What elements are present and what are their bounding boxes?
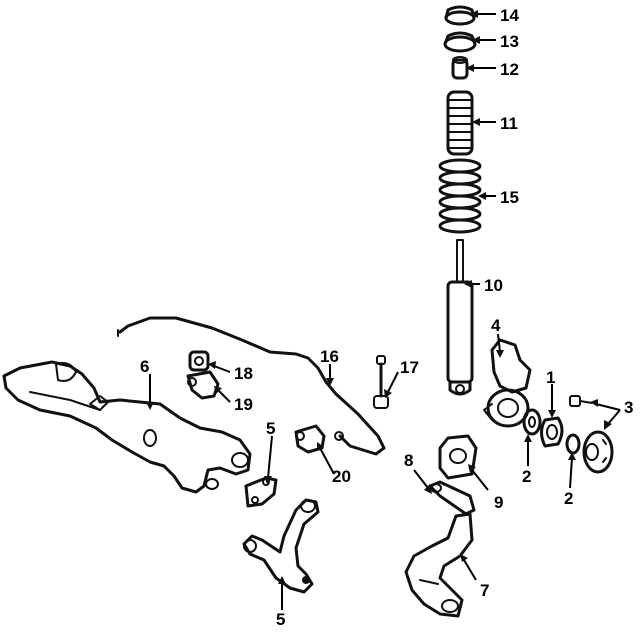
callout-19: 18 — [234, 364, 253, 383]
wheel-bearing-1 — [540, 416, 564, 448]
strut-mount-15 — [444, 5, 476, 26]
callout-14: 13 — [500, 32, 519, 51]
leader-lines — [146, 10, 621, 610]
seal-2a — [522, 408, 542, 436]
link-9 — [428, 480, 476, 516]
callout-20-upper: 19 — [234, 395, 253, 414]
steering-knuckle-4 — [483, 338, 532, 428]
callout-15: 14 — [500, 6, 519, 25]
callout-18: 17 — [400, 358, 419, 377]
stabilizer-bar-17 — [117, 316, 386, 456]
lower-arm-5 — [242, 498, 320, 594]
callout-4: 4 — [491, 316, 501, 335]
stabilizer-link-18 — [373, 355, 389, 409]
bearing-plate-14 — [443, 31, 477, 53]
callout-17: 16 — [320, 347, 339, 366]
bracket-6 — [244, 476, 278, 508]
callout-2-seal-inner: 2 — [522, 467, 531, 486]
callout-3: 3 — [624, 398, 633, 417]
coil-spring-16 — [438, 158, 482, 234]
callout-12: 11 — [500, 114, 518, 133]
callout-11: 10 — [484, 276, 503, 295]
callout-8: 7 — [480, 581, 489, 600]
stabilizer-bushing-19 — [188, 350, 210, 372]
callout-10: 9 — [494, 493, 503, 512]
callout-2-seal-outer: 2 — [564, 489, 573, 508]
wheel-hub-3 — [582, 430, 614, 474]
callout-13: 12 — [500, 60, 519, 79]
dust-boot-12 — [446, 90, 474, 156]
shock-absorber-11 — [446, 239, 474, 396]
lower-control-arm-8 — [404, 512, 474, 618]
callout-20-lower: 20 — [332, 467, 351, 486]
hub-bolt-3 — [569, 395, 593, 407]
bushing-bracket-20a — [186, 370, 220, 400]
subframe-7 — [2, 360, 252, 494]
callout-5: 5 — [276, 610, 285, 629]
bump-stop-13 — [451, 56, 469, 80]
bushing-10 — [438, 434, 478, 480]
callout-7: 6 — [140, 357, 149, 376]
callout-16: 15 — [500, 188, 519, 207]
callout-6: 5 — [266, 419, 275, 438]
callout-9: 8 — [404, 451, 413, 470]
seal-2b — [565, 433, 581, 455]
callout-1: 1 — [546, 368, 555, 387]
